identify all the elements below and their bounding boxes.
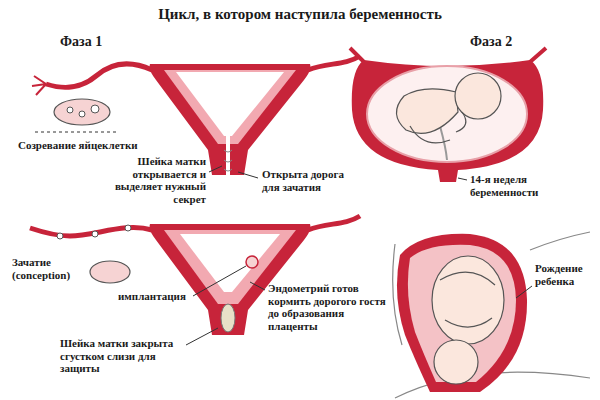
egg [57,233,63,239]
callout-label: Рождение ребенка [535,262,597,287]
callout-label: Открыта дорога для зачатия [262,168,364,193]
uterus-wall [397,234,527,392]
fetus-body [396,89,458,134]
baby-head [434,340,478,384]
uterine-cavity [176,72,284,136]
follicle [91,105,99,113]
egg [125,225,131,231]
dashed-line [35,132,118,133]
cervical-canal [226,136,230,175]
amniotic-sac [367,66,527,162]
callout-label: Эндометрий готов кормить дорогого гостя … [268,282,388,333]
ovary [54,99,110,125]
callout-label: Зачатие (conception) [12,256,88,281]
follicle [79,111,85,117]
fallopian-tube [308,56,360,70]
embryo [246,256,258,268]
baby-body [432,256,504,344]
mother-outline [393,232,590,398]
fimbriae [32,76,46,95]
fallopian-tube [350,48,546,62]
follicle [67,107,73,113]
pregnant-uterus [350,48,546,182]
callout-label: Шейка матки открывается и выделяет нужны… [106,155,206,206]
fallopian-tube [46,64,152,88]
birth-scene [393,232,590,398]
baby-limb [440,272,495,327]
phase-heading: Фаза 2 [470,34,560,50]
leader-line [250,282,265,290]
callout-label: Шейка матки закрыта сгустком слизи для з… [60,337,184,375]
leader-line [516,286,532,298]
endometrium [164,70,296,144]
leader-line [458,178,467,180]
mucus-plug [221,304,235,332]
uterus-wall [352,60,543,182]
fetus-limb [410,112,466,143]
uterine-cavity [180,234,280,292]
leader-line [238,172,258,178]
ovary [90,261,130,283]
leader-line [193,266,246,296]
leader-line [186,328,218,345]
egg [92,231,98,237]
callout-label: имплантация [118,290,198,303]
fallopian-tube [30,228,152,236]
callout-label: Созревание яйцеклетки [18,139,168,152]
phase-heading: Фаза 1 [60,34,150,50]
fallopian-tube [308,216,360,230]
diagram-title: Цикл, в котором наступила беременность [0,6,600,23]
leader-line [209,166,222,172]
callout-label: 14-я неделя беременности [470,173,550,198]
mucus [224,150,232,171]
